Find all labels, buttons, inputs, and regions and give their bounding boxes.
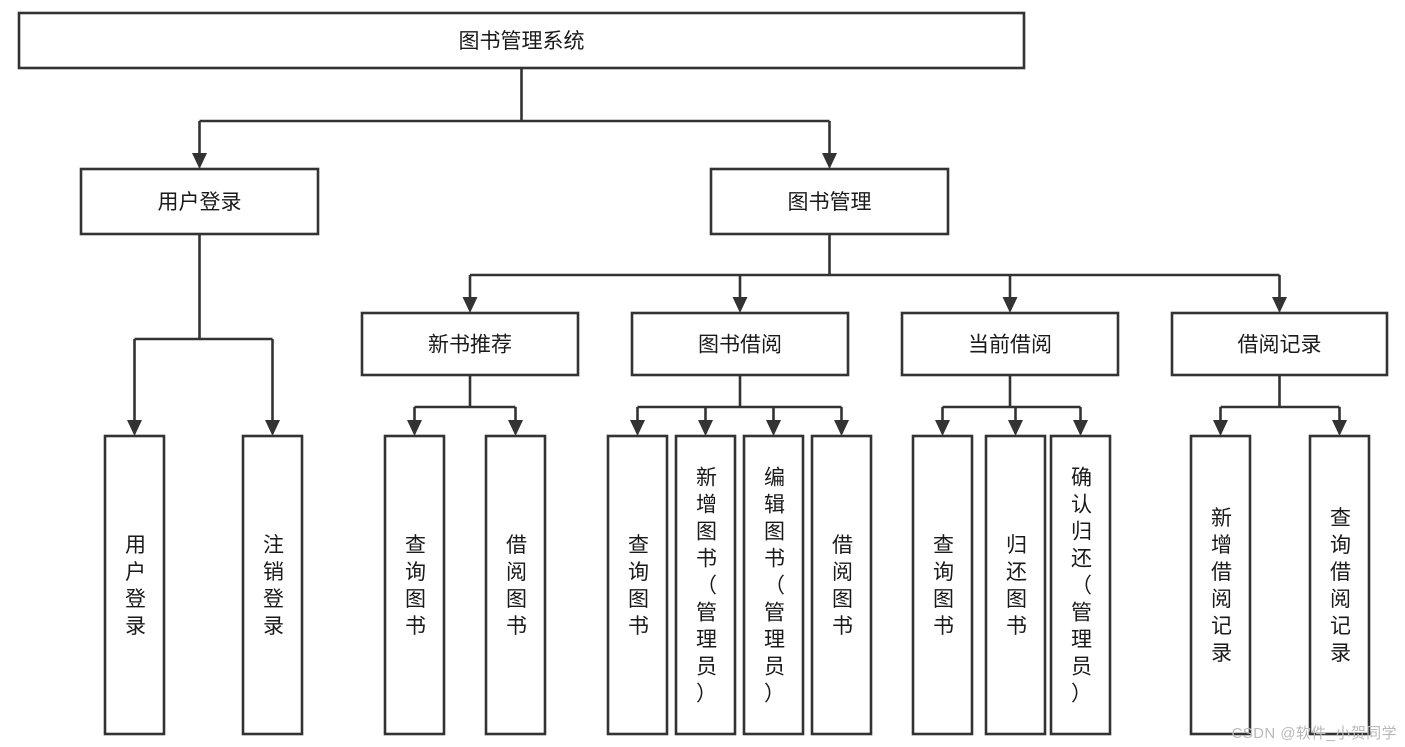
arrow-head-icon	[935, 420, 950, 436]
node-borrow-record[interactable]: 借阅记录	[1170, 311, 1389, 377]
node-label-user-login: 用户登录	[158, 191, 242, 214]
arrow-head-icon	[1272, 297, 1287, 313]
connector-user-login	[127, 234, 280, 436]
node-label-leaf-rec-query-book: 查询图书	[405, 534, 426, 638]
arrow-head-icon	[1073, 420, 1088, 436]
node-box-borrow-record	[1170, 311, 1389, 377]
node-label-leaf-current-confirm-return: 确认归还（管理员）	[1071, 467, 1092, 706]
node-box-book-borrow	[630, 311, 850, 377]
node-box-leaf-user-login	[103, 434, 166, 736]
node-box-leaf-borrow-add-book	[674, 434, 737, 736]
node-box-book-manage	[709, 167, 950, 236]
arrow-head-icon	[630, 420, 645, 436]
node-user-login[interactable]: 用户登录	[79, 167, 320, 236]
arrow-head-icon	[698, 420, 713, 436]
arrow-head-icon	[407, 420, 422, 436]
node-box-leaf-borrow-query-book	[606, 434, 669, 736]
node-book-borrow[interactable]: 图书借阅	[630, 311, 850, 377]
arrow-head-icon	[822, 153, 837, 169]
node-leaf-user-logout[interactable]: 注销登录	[241, 434, 304, 736]
node-book-manage[interactable]: 图书管理	[709, 167, 950, 236]
node-label-leaf-rec-borrow-book: 借阅图书	[506, 534, 527, 638]
node-leaf-record-query[interactable]: 查询借阅记录	[1308, 434, 1371, 736]
node-label-new-book-rec: 新书推荐	[428, 334, 512, 357]
node-box-user-login	[79, 167, 320, 236]
connector-current-borrow	[935, 375, 1088, 436]
node-label-current-borrow: 当前借阅	[968, 334, 1052, 357]
node-label-leaf-user-logout: 注销登录	[263, 534, 284, 638]
node-box-leaf-current-query-book	[911, 434, 974, 736]
node-label-leaf-user-login: 用户登录	[125, 534, 146, 638]
node-layer: 图书管理系统用户登录图书管理新书推荐图书借阅当前借阅借阅记录用户登录注销登录查询…	[17, 11, 1389, 736]
node-box-leaf-current-return-book	[984, 434, 1047, 736]
node-box-new-book-rec	[360, 311, 580, 377]
node-leaf-current-confirm-return[interactable]: 确认归还（管理员）	[1049, 434, 1112, 736]
node-label-book-manage: 图书管理	[788, 191, 872, 214]
node-leaf-user-login[interactable]: 用户登录	[103, 434, 166, 736]
node-box-root	[17, 11, 1026, 70]
arrow-head-icon	[1002, 297, 1018, 313]
arrow-head-icon	[462, 297, 478, 313]
arrow-head-icon	[1008, 420, 1023, 436]
node-box-leaf-rec-query-book	[383, 434, 446, 736]
node-label-leaf-borrow-lend-book: 借阅图书	[832, 534, 853, 638]
connector-root	[192, 68, 837, 169]
arrow-head-icon	[1332, 420, 1347, 436]
node-leaf-borrow-query-book[interactable]: 查询图书	[606, 434, 669, 736]
arrow-head-icon	[1213, 420, 1228, 436]
node-leaf-record-add[interactable]: 新增借阅记录	[1189, 434, 1252, 736]
node-label-leaf-borrow-edit-book: 编辑图书（管理员）	[764, 467, 785, 706]
node-label-leaf-borrow-query-book: 查询图书	[628, 534, 649, 638]
node-root[interactable]: 图书管理系统	[17, 11, 1026, 70]
node-box-leaf-record-query	[1308, 434, 1371, 736]
node-leaf-borrow-edit-book[interactable]: 编辑图书（管理员）	[742, 434, 805, 736]
node-label-leaf-record-add: 新增借阅记录	[1211, 507, 1232, 665]
node-label-leaf-current-query-book: 查询图书	[933, 534, 954, 638]
node-new-book-rec[interactable]: 新书推荐	[360, 311, 580, 377]
connector-borrow-record	[1213, 375, 1347, 436]
node-label-root: 图书管理系统	[459, 30, 585, 53]
node-leaf-rec-query-book[interactable]: 查询图书	[383, 434, 446, 736]
arrow-head-icon	[127, 420, 142, 436]
node-leaf-rec-borrow-book[interactable]: 借阅图书	[484, 434, 547, 736]
node-box-leaf-borrow-lend-book	[810, 434, 873, 736]
node-box-leaf-user-logout	[241, 434, 304, 736]
node-box-leaf-rec-borrow-book	[484, 434, 547, 736]
node-box-leaf-borrow-edit-book	[742, 434, 805, 736]
arrow-head-icon	[508, 420, 523, 436]
node-box-current-borrow	[900, 311, 1120, 377]
node-current-borrow[interactable]: 当前借阅	[900, 311, 1120, 377]
arrow-head-icon	[834, 420, 849, 436]
node-leaf-current-return-book[interactable]: 归还图书	[984, 434, 1047, 736]
arrow-head-icon	[265, 420, 280, 436]
connector-layer	[127, 68, 1347, 436]
node-leaf-borrow-lend-book[interactable]: 借阅图书	[810, 434, 873, 736]
arrow-head-icon	[732, 297, 748, 313]
node-leaf-borrow-add-book[interactable]: 新增图书（管理员）	[674, 434, 737, 736]
node-leaf-current-query-book[interactable]: 查询图书	[911, 434, 974, 736]
node-label-leaf-current-return-book: 归还图书	[1006, 534, 1027, 638]
node-label-book-borrow: 图书借阅	[698, 334, 782, 357]
node-label-leaf-record-query: 查询借阅记录	[1330, 507, 1351, 665]
connector-book-borrow	[630, 375, 849, 436]
node-box-leaf-record-add	[1189, 434, 1252, 736]
node-label-borrow-record: 借阅记录	[1238, 334, 1322, 357]
node-label-leaf-borrow-add-book: 新增图书（管理员）	[696, 467, 717, 706]
connector-book-manage	[462, 234, 1287, 313]
arrow-head-icon	[192, 153, 207, 169]
node-box-leaf-current-confirm-return	[1049, 434, 1112, 736]
connector-new-book-rec	[407, 375, 523, 436]
arrow-head-icon	[766, 420, 781, 436]
